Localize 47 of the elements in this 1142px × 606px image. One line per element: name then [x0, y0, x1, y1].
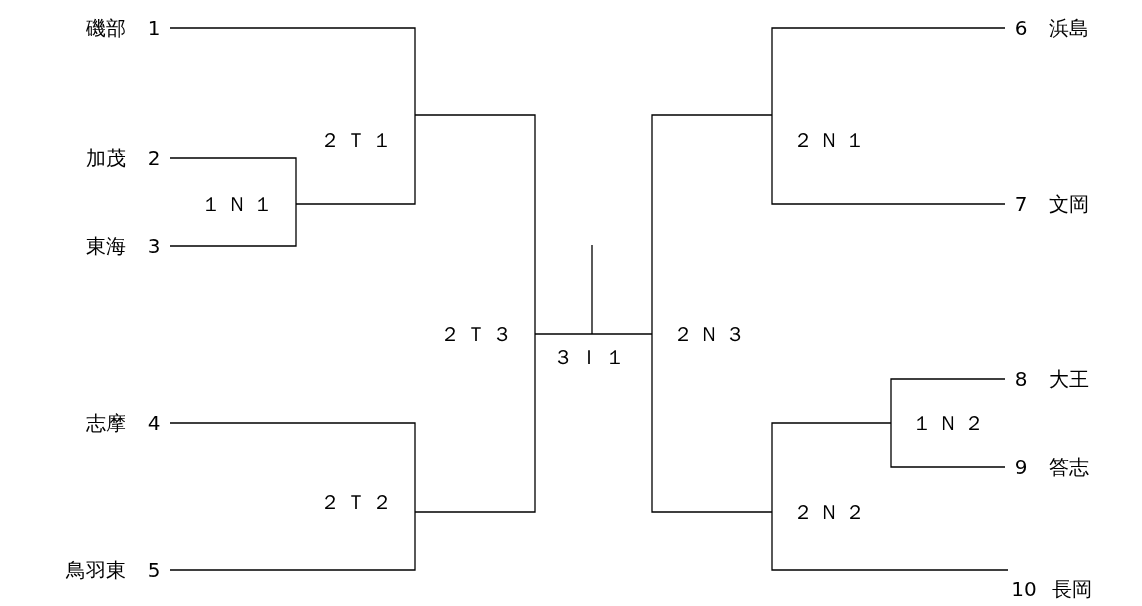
- match-label: ２Ｎ１: [769, 125, 879, 155]
- seed-number: 3: [146, 233, 162, 260]
- seed-number: 10: [1010, 576, 1038, 603]
- bracket-line: [295, 139, 416, 205]
- seed-number: 2: [146, 145, 162, 172]
- team-name: 浜島: [1049, 15, 1089, 42]
- seed-number: 8: [1013, 366, 1029, 393]
- team-name: 磯部: [86, 15, 126, 42]
- bracket-line: [771, 422, 892, 513]
- team-name: 東海: [86, 233, 126, 260]
- bracket-line: [771, 511, 1009, 571]
- bracket-line: [890, 378, 1006, 424]
- match-label: ２Ｎ３: [649, 319, 759, 349]
- bracket-line: [169, 422, 416, 503]
- match-label: ２Ｔ２: [308, 487, 418, 517]
- seed-number: 4: [146, 410, 162, 437]
- bracket-line: [414, 333, 536, 513]
- team-name: 大王: [1049, 366, 1089, 393]
- bracket-line: [771, 27, 1006, 141]
- match-label: ３Ｉ１: [544, 331, 640, 376]
- bracket-line: [169, 501, 416, 571]
- team-name: 長岡: [1052, 576, 1092, 603]
- bracket-line: [414, 114, 536, 335]
- seed-number: 1: [146, 15, 162, 42]
- bracket-line: [651, 114, 773, 335]
- bracket-line: [651, 333, 773, 513]
- match-label: ２Ｔ３: [428, 319, 538, 349]
- bracket-line: [771, 139, 1006, 205]
- bracket-line: [169, 157, 297, 205]
- seed-number: 5: [146, 557, 162, 584]
- bracket-line: [534, 333, 593, 335]
- match-label: １Ｎ１: [189, 189, 299, 219]
- team-name: 答志: [1049, 454, 1089, 481]
- seed-number: 9: [1013, 454, 1029, 481]
- team-name: 文岡: [1049, 191, 1089, 218]
- team-name: 加茂: [86, 145, 126, 172]
- bracket-line: [890, 422, 1006, 468]
- team-name: 鳥羽東: [66, 557, 126, 584]
- seed-number: 6: [1013, 15, 1029, 42]
- bracket-line: [169, 27, 416, 141]
- team-name: 志摩: [86, 410, 126, 437]
- match-label: １Ｎ２: [888, 408, 998, 438]
- seed-number: 7: [1013, 191, 1029, 218]
- bracket-line: [169, 203, 297, 247]
- match-label: ２Ｎ２: [769, 497, 879, 527]
- bracket-line: [591, 333, 653, 335]
- match-label: ２Ｔ１: [308, 125, 418, 155]
